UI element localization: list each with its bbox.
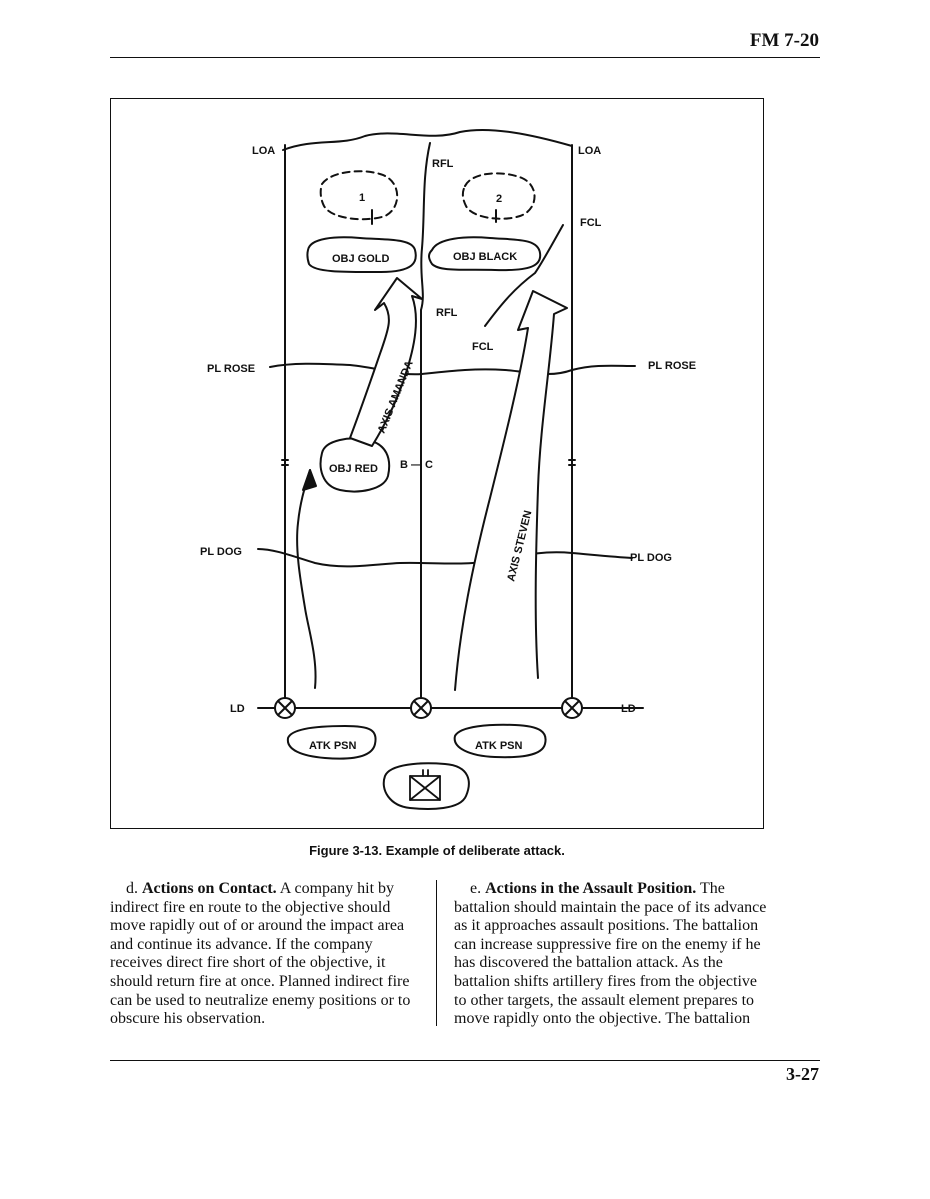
- atk-psn-right-outline: [453, 723, 547, 759]
- paragraph-actions-on-contact: d. Actions on Contact. A company hit by …: [110, 880, 422, 1029]
- pl-dog-label-right: PL DOG: [630, 552, 672, 564]
- paragraph-first-line: d. Actions on Contact. A company hit by: [110, 880, 422, 899]
- battalion-unit-symbol: [409, 775, 441, 801]
- ld-label-right: LD: [621, 703, 636, 715]
- objective-1-outline: [319, 170, 399, 221]
- fcl-label-right: FCL: [580, 217, 602, 229]
- objective-2-number: 2: [496, 193, 502, 205]
- text-line: move rapidly out of or around the impact…: [110, 917, 405, 935]
- page-number: 3-27: [786, 1064, 819, 1084]
- ld-label-left: LD: [230, 703, 245, 715]
- text-line: obscure his observation.: [110, 1010, 266, 1028]
- text-line: indirect fire en route to the objective …: [110, 898, 391, 916]
- paragraph-actions-in-assault-position: e. Actions in the Assault Position. The …: [454, 880, 772, 1029]
- pl-rose-line: [269, 362, 636, 376]
- atk-psn-label-right: ATK PSN: [475, 740, 523, 752]
- footer-rule: [110, 1060, 820, 1061]
- obj-gold-label: OBJ GOLD: [332, 253, 390, 265]
- rfl-label-mid: RFL: [436, 307, 458, 319]
- document-id: FM 7-20: [749, 30, 819, 51]
- text-line: has discovered the battalion attack. As …: [454, 954, 723, 972]
- loa-line: [282, 129, 573, 151]
- text-line: can increase suppressive fire on the ene…: [454, 935, 761, 953]
- axis-amanda-arrow: [349, 277, 423, 447]
- text-line: as it approaches assault positions. The …: [454, 917, 759, 935]
- text-line: move rapidly onto the objective. The bat…: [454, 1010, 751, 1028]
- ld-crossing-right: [561, 697, 583, 719]
- battalion-position-outline: [382, 762, 470, 810]
- pl-dog-line: [257, 548, 633, 568]
- obj-gold-outline: [306, 236, 417, 274]
- axis-steven-arrow: [454, 290, 568, 691]
- figure-caption: Figure 3-13. Example of deliberate attac…: [309, 843, 565, 858]
- objective-1-number: 1: [359, 192, 365, 204]
- figure-frame: [110, 98, 764, 829]
- text-line: should return fire at once. Planned indi…: [110, 972, 410, 990]
- pl-rose-label-left: PL ROSE: [207, 363, 255, 375]
- text-line: A company hit by: [279, 880, 395, 897]
- loa-label-right: LOA: [578, 145, 601, 157]
- text-line: and continue its advance. If the company: [110, 935, 373, 953]
- route-to-obj-red: [296, 469, 317, 689]
- rfl-line: [420, 142, 431, 311]
- text-line: battalion shifts artillery fires from th…: [454, 972, 758, 990]
- obj-red-label: OBJ RED: [329, 463, 378, 475]
- paragraph-heading: Actions in the Assault Position.: [485, 880, 697, 897]
- paragraph-first-line: e. Actions in the Assault Position. The: [454, 880, 772, 899]
- paragraph-heading: Actions on Contact.: [142, 880, 277, 897]
- atk-psn-label-left: ATK PSN: [309, 740, 357, 752]
- text-line: receives direct fire short of the object…: [110, 954, 386, 972]
- ld-crossing-center: [410, 697, 432, 719]
- fcl-label-mid: FCL: [472, 341, 494, 353]
- fcl-line: [484, 224, 564, 327]
- paragraph-letter: d.: [126, 880, 138, 897]
- rfl-label-top: RFL: [432, 158, 454, 170]
- ld-crossing-left: [274, 697, 296, 719]
- pl-dog-label-left: PL DOG: [200, 546, 242, 558]
- pl-rose-label-right: PL ROSE: [648, 360, 696, 372]
- objective-2-outline: [461, 172, 536, 220]
- obj-black-label: OBJ BLACK: [453, 251, 517, 263]
- atk-psn-left-outline: [286, 725, 377, 760]
- boundary-label: B — C: [400, 459, 433, 471]
- paragraph-letter: e.: [470, 880, 482, 897]
- text-line: The: [699, 880, 725, 897]
- header-rule: [110, 57, 820, 58]
- loa-label-left: LOA: [252, 145, 275, 157]
- obj-black-outline: [428, 236, 542, 272]
- text-line: can be used to neutralize enemy position…: [110, 991, 411, 1009]
- column-divider: [436, 880, 437, 1026]
- deliberate-attack-diagram: LOA LOA RFL RFL FCL FCL PL ROSE PL ROSE …: [200, 129, 696, 810]
- text-line: battalion should maintain the pace of it…: [454, 898, 767, 916]
- text-line: to other targets, the assault element pr…: [454, 991, 755, 1009]
